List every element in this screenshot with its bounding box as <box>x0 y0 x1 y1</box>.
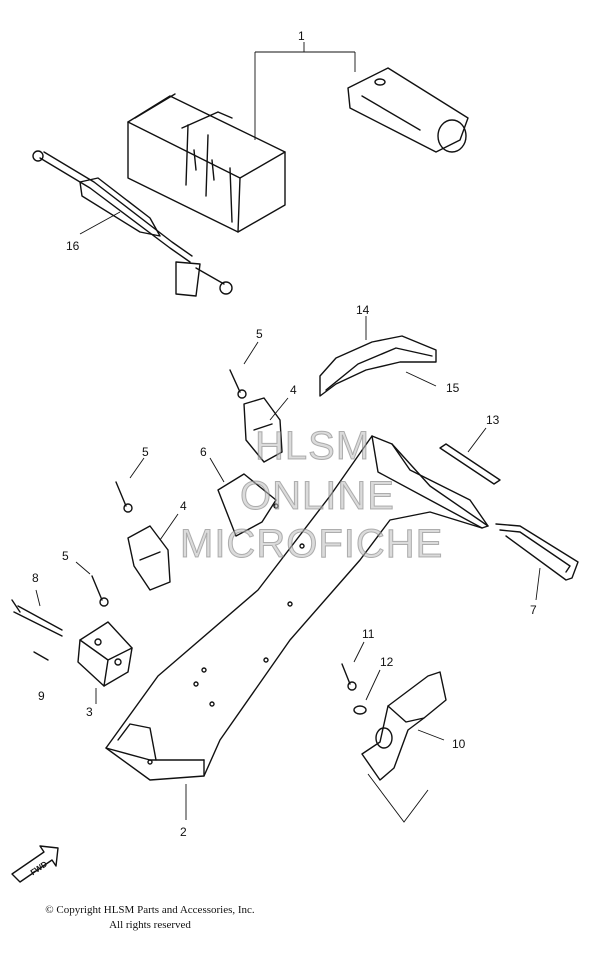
part-tail-bracket <box>361 671 447 823</box>
callout-4-lower: 4 <box>180 499 187 513</box>
part-bar <box>439 427 501 485</box>
callout-2: 2 <box>180 825 187 839</box>
fwd-arrow-icon: FWD <box>11 845 59 883</box>
part-cable-lock <box>32 150 233 297</box>
part-seat-pad <box>319 316 437 397</box>
callout-3: 3 <box>86 705 93 719</box>
part-clip-lower <box>127 513 179 591</box>
part-washer <box>353 669 381 715</box>
part-tail-screw <box>341 641 365 691</box>
part-fender <box>105 435 489 820</box>
part-rear-bracket <box>11 589 133 704</box>
callout-5-upper: 5 <box>256 327 263 341</box>
rights-line: All rights reserved <box>109 919 191 931</box>
callout-13: 13 <box>486 413 500 427</box>
watermark-line-2: ONLINE <box>240 474 395 519</box>
callout-7: 7 <box>530 603 537 617</box>
callout-6: 6 <box>200 445 207 459</box>
callout-1: 1 <box>298 29 305 43</box>
callout-5-lower: 5 <box>62 549 69 563</box>
copyright-line: © Copyright HLSM Parts and Accessories, … <box>45 904 255 916</box>
watermark-line-3: MICROFICHE <box>179 522 444 567</box>
watermark-line-1: HLSM <box>254 424 371 469</box>
callout-4-upper: 4 <box>290 383 297 397</box>
part-tool-kit <box>127 42 469 233</box>
callout-9: 9 <box>38 689 45 703</box>
callout-16: 16 <box>66 239 80 253</box>
callout-11: 11 <box>362 627 375 641</box>
callout-10: 10 <box>452 737 466 751</box>
callout-8: 8 <box>32 571 39 585</box>
callout-15: 15 <box>446 381 460 395</box>
part-clip-upper <box>243 397 289 463</box>
part-plate <box>209 457 277 537</box>
part-screws <box>75 341 259 607</box>
part-grab-bar <box>495 523 579 601</box>
callout-12: 12 <box>380 655 394 669</box>
callout-14: 14 <box>356 303 370 317</box>
callout-5-middle: 5 <box>142 445 149 459</box>
